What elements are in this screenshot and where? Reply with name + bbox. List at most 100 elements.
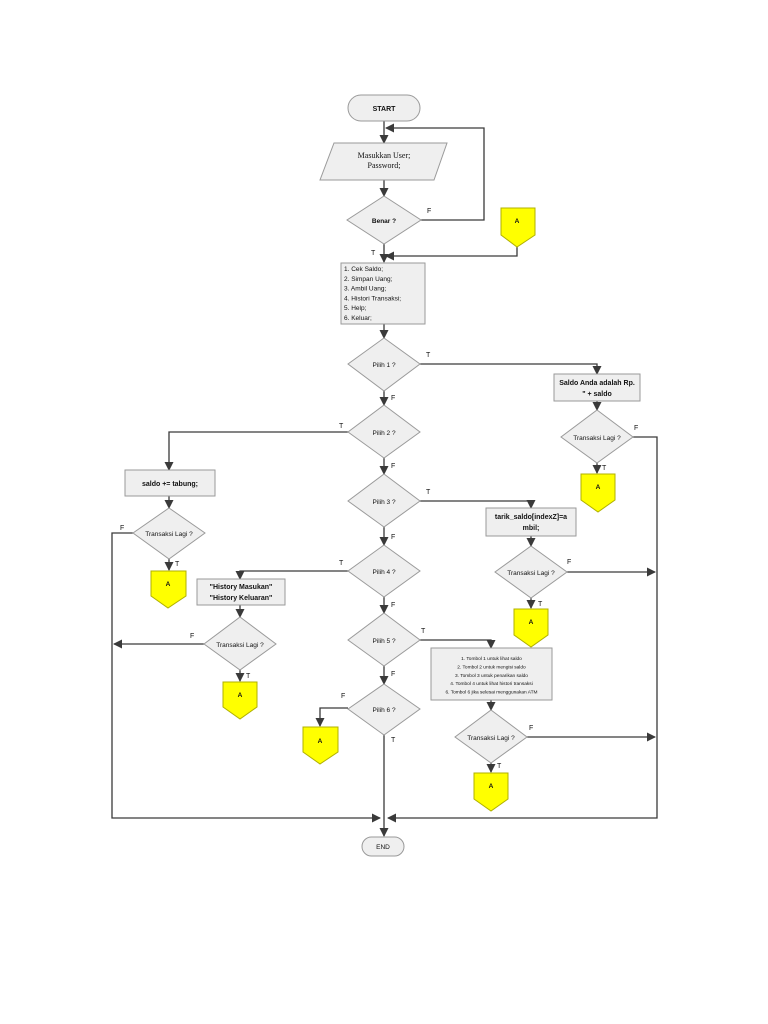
decision-benar-label: Benar ?	[372, 218, 396, 225]
transaksi-5-label: Transaksi Lagi ?	[467, 735, 515, 742]
pilih-3-label: Pilih 3 ?	[372, 499, 396, 506]
pilih-1-label: Pilih 1 ?	[372, 362, 396, 369]
transaksi-2-label: Transaksi Lagi ?	[145, 531, 193, 538]
transaksi2-false-label: F	[120, 525, 124, 532]
decision-pilih-2: Pilih 2 ?	[347, 404, 421, 459]
connector-a-4: A	[222, 681, 258, 720]
transaksi-3-label: Transaksi Lagi ?	[507, 570, 555, 577]
connector-a-3: A	[513, 608, 549, 648]
pilih3-true-label: T	[426, 489, 431, 496]
connector-a-6: A	[302, 726, 339, 765]
connector-a-top-label: A	[515, 218, 520, 225]
decision-pilih-5: Pilih 5 ?	[347, 612, 421, 667]
line-pilih1-true	[420, 363, 602, 375]
tarik-line1: tarik_saldo[indexZ]=a	[495, 514, 567, 521]
transaksi-1-label: Transaksi Lagi ?	[573, 435, 621, 442]
transaksi5-true-label: T	[497, 763, 502, 770]
decision-transaksi-5: Transaksi Lagi ?	[454, 709, 528, 764]
transaksi-4-label: Transaksi Lagi ?	[216, 642, 264, 649]
transaksi3-false-label: F	[567, 559, 571, 566]
menu-box: 1. Cek Saldo; 2. Simpan Uang; 3. Ambil Uan…	[340, 262, 426, 325]
pilih4-true-label: T	[339, 560, 344, 567]
line-pilih4-true	[235, 570, 348, 580]
connector-a-1-label: A	[596, 484, 601, 491]
pilih3-false-label: F	[391, 534, 395, 541]
decision-transaksi-3: Transaksi Lagi ?	[494, 545, 568, 599]
decision-pilih-6: Pilih 6 ?	[347, 683, 421, 736]
pilih-4-label: Pilih 4 ?	[372, 569, 396, 576]
decision-pilih-4: Pilih 4 ?	[347, 544, 421, 598]
pilih5-true-label: T	[421, 628, 426, 635]
line-connector-a-join	[385, 245, 518, 261]
pilih-6-label: Pilih 6 ?	[372, 707, 396, 714]
history-line2: "History Keluaran"	[210, 595, 273, 602]
connector-a-6-label: A	[318, 738, 323, 745]
tarik-line2: mbil;	[523, 525, 540, 532]
decision-transaksi-4: Transaksi Lagi ?	[203, 616, 277, 671]
connector-a-top: A	[500, 207, 536, 248]
saldo-line1: Saldo Anda adalah Rp.	[559, 380, 635, 387]
pilih6-false-label: F	[341, 693, 345, 700]
simpan-box: saldo += tabung;	[124, 469, 216, 497]
tarik-box: tarik_saldo[indexZ]=a mbil;	[485, 507, 577, 537]
connector-a-5-label: A	[489, 783, 494, 790]
line-pilih2-true	[164, 431, 348, 471]
decision-benar: Benar ?	[346, 195, 422, 245]
connector-a-3-label: A	[529, 619, 534, 626]
benar-true-label: T	[371, 250, 376, 257]
pilih1-false-label: F	[391, 395, 395, 402]
transaksi3-true-label: T	[538, 601, 543, 608]
help-text-line: 3. Tombol 3 untuk penarikan saldo	[455, 673, 528, 679]
transaksi2-true-label: T	[175, 561, 180, 568]
history-line1: "History Masukan"	[210, 584, 273, 591]
menu-text-line: 3. Ambil Uang;	[344, 286, 386, 293]
transaksi1-false-label: F	[634, 425, 638, 432]
decision-pilih-1: Pilih 1 ?	[347, 337, 421, 392]
connector-a-2-label: A	[166, 581, 171, 588]
pilih-5-label: Pilih 5 ?	[372, 638, 396, 645]
flow-lines	[111, 121, 658, 837]
end-label: END	[376, 844, 390, 851]
pilih6-true-label: T	[391, 737, 396, 744]
saldo-box: Saldo Anda adalah Rp. " + saldo	[553, 373, 641, 402]
login-input: Masukkan User; Password;	[319, 142, 448, 181]
login-input-line2: Password;	[368, 161, 401, 170]
transaksi4-true-label: T	[246, 673, 251, 680]
line-pilih3-true	[420, 500, 536, 509]
connector-a-5: A	[473, 772, 509, 812]
menu-text-line: 2. Simpan Uang;	[344, 276, 393, 283]
transaksi4-false-label: F	[190, 633, 194, 640]
menu-text-line: 5. Help;	[344, 305, 367, 312]
start-label: START	[373, 106, 397, 113]
pilih2-true-label: T	[339, 423, 344, 430]
menu-list: 1. Cek Saldo; 2. Simpan Uang; 3. Ambil Uan…	[344, 266, 401, 322]
pilih2-false-label: F	[391, 463, 395, 470]
line-transaksi1-false	[387, 436, 658, 823]
transaksi1-true-label: T	[602, 465, 607, 472]
line-benar-false-loop	[385, 123, 485, 221]
benar-false-label: F	[427, 208, 431, 215]
decision-transaksi-2: Transaksi Lagi ?	[132, 507, 206, 560]
connector-a-1: A	[580, 473, 616, 513]
help-text-line: 4. Tombol 4 untuk lihat histori transaks…	[450, 681, 533, 687]
login-input-line1: Masukkan User;	[358, 151, 411, 160]
start-terminal: START	[347, 94, 421, 122]
menu-text-line: 1. Cek Saldo;	[344, 266, 383, 273]
menu-text-line: 4. Histori Transaksi;	[344, 295, 401, 302]
help-text-line: 6. Tombol 6 jika selesai menggunakan ATM	[445, 690, 537, 696]
menu-text-line: 6. Keluar;	[344, 315, 372, 322]
pilih4-false-label: F	[391, 602, 395, 609]
line-transaksi2-false	[111, 532, 381, 823]
connector-a-2: A	[150, 570, 187, 609]
line-pilih5-true	[420, 639, 496, 649]
decision-transaksi-1: Transaksi Lagi ?	[560, 409, 634, 464]
pilih-2-label: Pilih 2 ?	[372, 430, 396, 437]
simpan-label: saldo += tabung;	[142, 481, 198, 488]
line-pilih6-false	[315, 707, 348, 727]
connector-a-4-label: A	[238, 692, 243, 699]
history-box: "History Masukan" "History Keluaran"	[196, 578, 286, 606]
pilih5-false-label: F	[391, 671, 395, 678]
help-text-line: 2. Tombol 2 untuk mengisi saldo	[457, 664, 526, 670]
